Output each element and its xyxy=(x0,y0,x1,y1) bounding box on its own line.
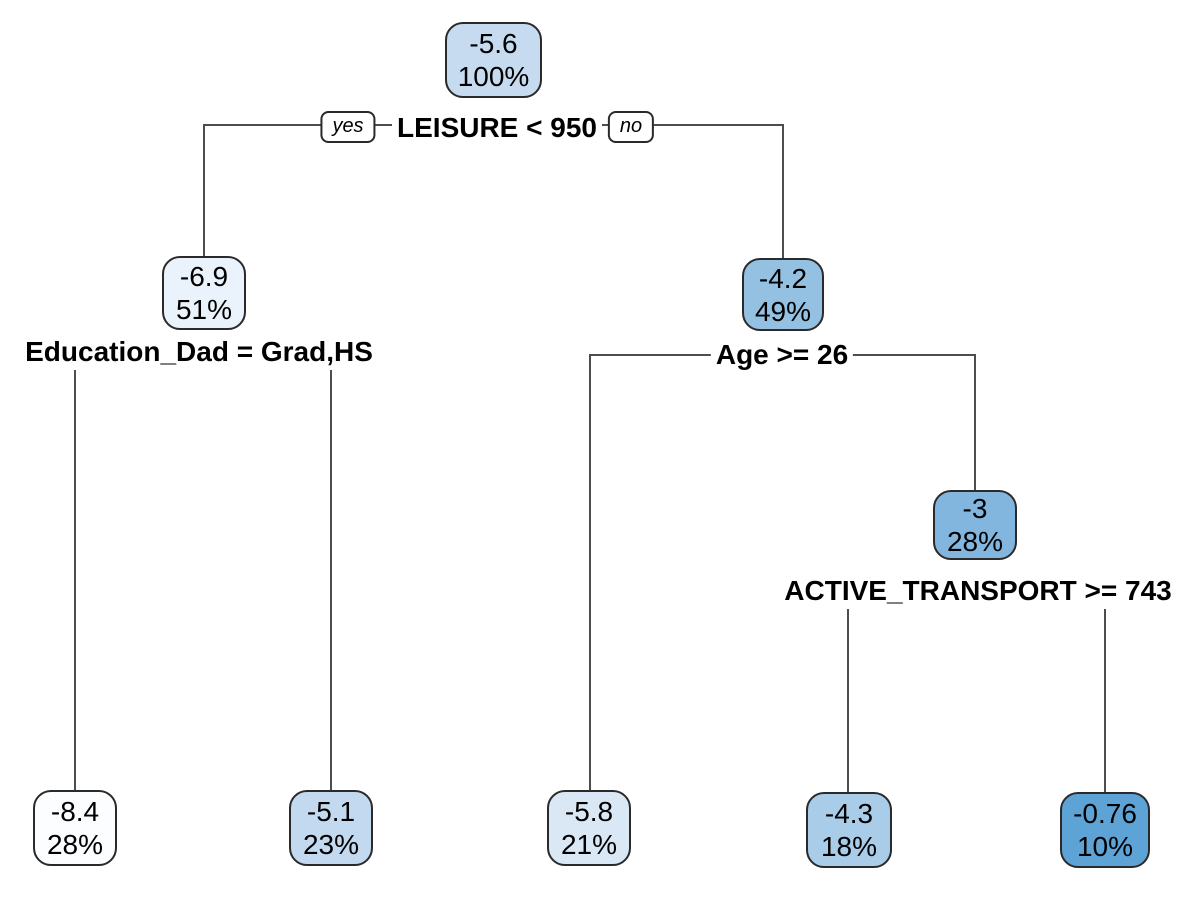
node-percent: 49% xyxy=(754,295,812,327)
node-value: -5.6 xyxy=(469,28,518,59)
tree-node-root: -5.6 100% xyxy=(445,22,542,98)
node-value: -5.8 xyxy=(564,796,614,827)
node-value: -3 xyxy=(962,493,988,524)
split-label-age: Age >= 26 xyxy=(710,337,854,373)
node-percent: 100% xyxy=(457,61,530,92)
node-percent: 51% xyxy=(175,294,233,325)
node-value: -8.4 xyxy=(50,796,100,827)
yes-label: yes xyxy=(320,111,376,143)
no-label: no xyxy=(607,111,655,143)
node-value: -0.76 xyxy=(1073,798,1137,829)
node-percent: 10% xyxy=(1076,831,1134,862)
tree-leaf-3: -5.8 21% xyxy=(547,790,631,866)
branch-line xyxy=(782,124,784,260)
tree-node-left: -6.9 51% xyxy=(162,256,246,330)
node-percent: 28% xyxy=(46,829,104,860)
split-label-education-dad: Education_Dad = Grad,HS xyxy=(20,334,378,370)
node-percent: 28% xyxy=(946,526,1004,557)
tree-leaf-2: -5.1 23% xyxy=(289,790,373,866)
branch-line xyxy=(847,598,849,796)
tree-node-right-right: -3 28% xyxy=(933,490,1017,560)
branch-line xyxy=(974,354,976,494)
branch-line xyxy=(203,124,205,258)
tree-leaf-5: -0.76 10% xyxy=(1060,792,1150,868)
node-value: -5.1 xyxy=(306,796,356,827)
tree-leaf-4: -4.3 18% xyxy=(806,792,892,868)
split-label-active-transport: ACTIVE_TRANSPORT >= 743 xyxy=(779,573,1177,609)
node-percent: 21% xyxy=(560,829,618,860)
node-value: -4.2 xyxy=(758,262,808,294)
split-label-leisure: LEISURE < 950 xyxy=(392,110,602,146)
branch-line xyxy=(74,355,76,794)
node-percent: 18% xyxy=(820,831,878,862)
node-value: -4.3 xyxy=(824,798,874,829)
node-percent: 23% xyxy=(302,829,360,860)
branch-line xyxy=(330,355,332,794)
node-value: -6.9 xyxy=(179,261,229,292)
branch-line xyxy=(1104,598,1106,796)
tree-node-right: -4.2 49% xyxy=(742,258,824,331)
branch-line xyxy=(589,354,591,794)
tree-leaf-1: -8.4 28% xyxy=(33,790,117,866)
